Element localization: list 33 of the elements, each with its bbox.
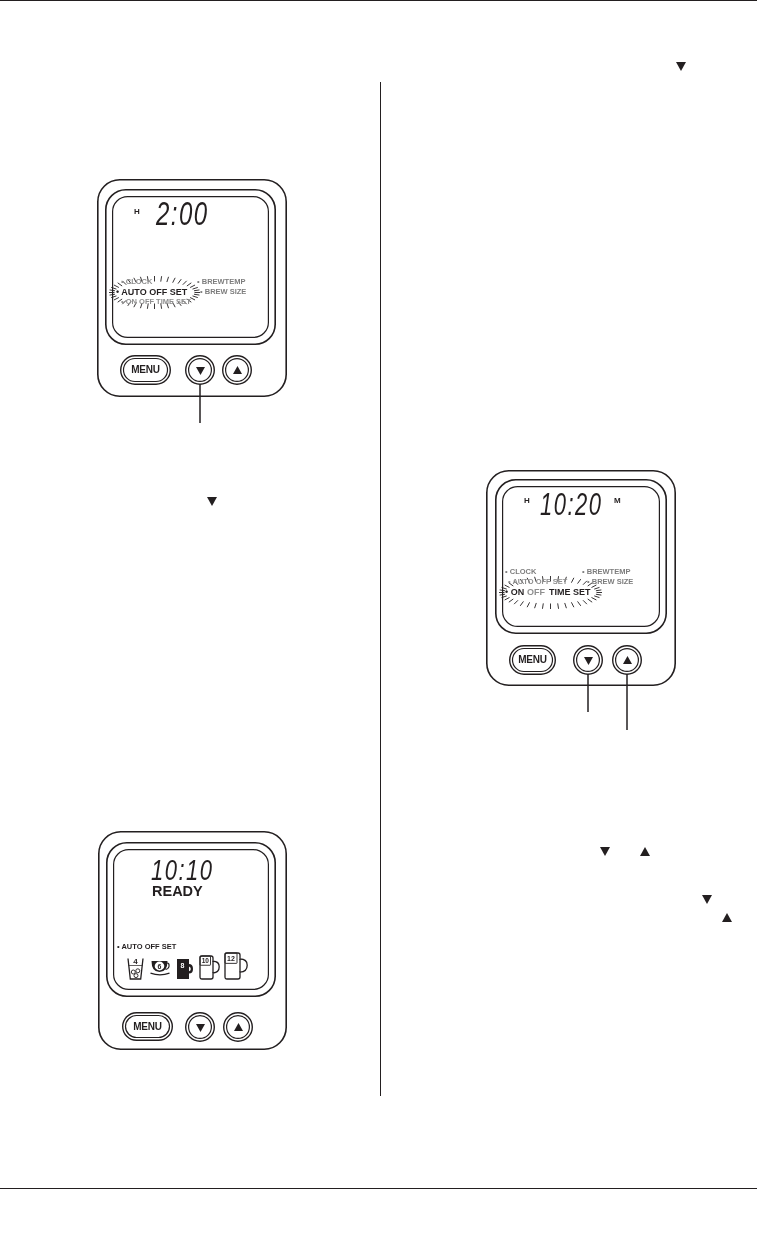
display-bezel bbox=[106, 842, 276, 997]
minute-indicator: M bbox=[614, 497, 621, 505]
control-panel bbox=[97, 179, 287, 397]
leader-line bbox=[587, 673, 589, 713]
display-bezel bbox=[495, 479, 667, 634]
leader-line bbox=[199, 383, 201, 424]
menu-button: MENU bbox=[120, 355, 171, 385]
time-readout: 10:20 bbox=[540, 489, 603, 521]
time-readout: 2:00 bbox=[156, 197, 209, 231]
lcd-display bbox=[502, 486, 660, 627]
hour-indicator: H bbox=[524, 497, 530, 505]
display-bezel bbox=[105, 189, 276, 345]
menu-option-label: OFF bbox=[527, 587, 545, 597]
up-button bbox=[612, 645, 642, 675]
control-panel bbox=[486, 470, 676, 686]
status-text: READY bbox=[152, 883, 203, 899]
lcd-display bbox=[112, 196, 269, 338]
menu-button: MENU bbox=[509, 645, 556, 675]
hour-indicator: H bbox=[134, 208, 140, 216]
up-button bbox=[222, 355, 252, 385]
menu-option-label: TIME SET bbox=[549, 587, 591, 597]
leader-line bbox=[626, 673, 628, 731]
time-readout: 10:10 bbox=[151, 856, 214, 886]
up-button bbox=[223, 1012, 253, 1042]
down-button bbox=[573, 645, 603, 675]
control-panel bbox=[98, 831, 287, 1050]
down-button bbox=[185, 1012, 215, 1042]
size-number: 4 bbox=[133, 957, 138, 966]
menu-button: MENU bbox=[122, 1012, 173, 1041]
menu-option-label: • AUTO OFF SET bbox=[116, 287, 188, 297]
down-button bbox=[185, 355, 215, 385]
menu-option-label: • ON bbox=[505, 587, 525, 597]
lcd-display bbox=[113, 849, 269, 990]
